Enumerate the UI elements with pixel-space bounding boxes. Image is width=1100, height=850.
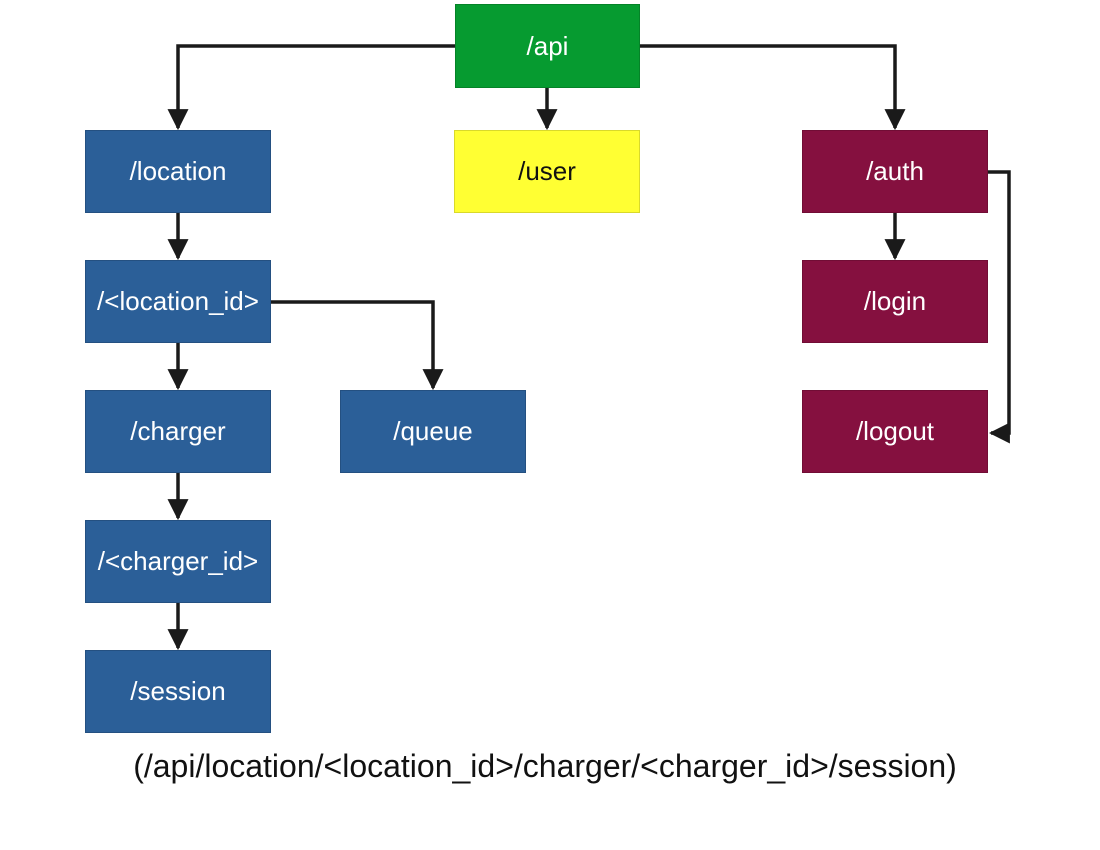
node-location-id-label: /<location_id> [97, 286, 259, 316]
node-api-label: /api [526, 30, 569, 61]
node-charger: /charger [85, 390, 271, 473]
connector-api-to-auth [640, 44, 906, 131]
node-logout-label: /logout [855, 416, 935, 446]
node-queue: /queue [340, 390, 526, 473]
node-location-id: /<location_id> [85, 260, 271, 343]
node-session: /session [85, 650, 271, 733]
route-caption: (/api/location/<location_id>/charger/<ch… [133, 748, 957, 784]
node-location: /location [85, 130, 271, 213]
node-charger-label: /charger [130, 416, 226, 446]
node-auth-label: /auth [866, 156, 924, 186]
node-user-label: /user [518, 156, 576, 186]
node-login: /login [802, 260, 988, 343]
node-session-label: /session [130, 676, 226, 706]
node-api: /api [455, 4, 640, 88]
node-charger-id-label: /<charger_id> [97, 546, 259, 576]
node-login-label: /login [863, 286, 927, 316]
connector-api-to-location [167, 44, 455, 131]
node-user: /user [454, 130, 640, 213]
connector-auth-to-logout [988, 170, 1011, 444]
node-queue-label: /queue [393, 416, 473, 446]
node-location-label: /location [129, 156, 227, 186]
connector-location-id-to-queue [271, 300, 444, 391]
node-charger-id: /<charger_id> [85, 520, 271, 603]
node-logout: /logout [802, 390, 988, 473]
node-auth: /auth [802, 130, 988, 213]
